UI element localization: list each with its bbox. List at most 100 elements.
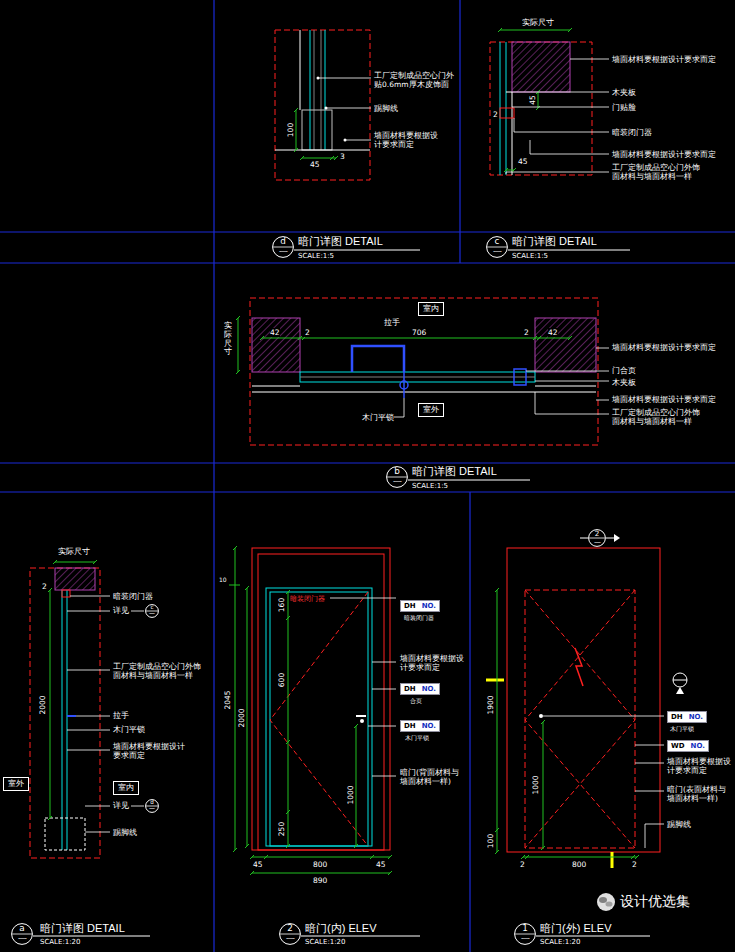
bubble-letter: a — [11, 923, 33, 934]
annotation-text: 踢脚线 — [113, 828, 137, 837]
annotation-text: 墙面材料要根据设计要求而定 — [667, 757, 731, 775]
dimension-text: 1900 — [486, 695, 495, 714]
watermark-icon — [606, 901, 613, 906]
door-outside-elevation — [495, 588, 639, 859]
door-inside-elevation — [229, 546, 396, 875]
grid-line — [213, 0, 214, 952]
bubble-letter: d — [272, 236, 294, 247]
door-plan-section — [403, 372, 405, 398]
door-inside-elevation — [330, 598, 396, 776]
door-plan-section — [236, 298, 609, 445]
scale-text: SCALE:1:20 — [540, 938, 581, 946]
door-outside-elevation — [486, 679, 504, 682]
bubble-outline — [273, 237, 294, 258]
room-tag: 室内 — [113, 781, 139, 795]
room-tag: 室外 — [3, 777, 29, 791]
door-bottom-section — [314, 30, 315, 150]
annotation-text: 木门平锁 — [670, 725, 694, 732]
annotation-text: 实际尺寸 — [224, 322, 232, 357]
detail-bubble: a一 — [11, 923, 33, 945]
annotation-text: 墙面材料要根据设计要求而定 — [612, 395, 716, 404]
tag-code: NO. — [422, 721, 436, 731]
door-plan-section — [514, 369, 526, 385]
door-bottom-section — [325, 30, 326, 150]
door-inside-elevation — [252, 548, 390, 850]
door-top-section — [506, 59, 609, 174]
door-top-section — [498, 28, 572, 172]
room-name: 室外 — [8, 779, 24, 789]
dimension-text: 45 — [310, 160, 320, 169]
annotation-text: 工厂定制成品空心门外贴0.6mm厚木皮饰面 — [374, 71, 454, 89]
door-bottom-section — [275, 30, 371, 180]
annotation-text: 暗装闭门器 — [404, 614, 434, 621]
title-underline — [33, 250, 650, 936]
dimension-text: 2 — [520, 860, 525, 869]
door-outside-elevation — [611, 852, 614, 868]
annotation-text: 踢脚线 — [374, 104, 398, 113]
door-vertical-section — [67, 596, 144, 832]
annotation-text: 墙面材料要根据设计要求而定 — [612, 150, 716, 159]
annotation-text: 暗装闭门器 — [290, 595, 325, 603]
tag-code: NO. — [422, 684, 436, 694]
dimension-text: 100 — [486, 834, 495, 848]
scale-text: SCALE:1:5 — [512, 252, 548, 260]
hardware-tag: DHNO. — [400, 720, 440, 732]
annotation-text: 踢脚线 — [667, 820, 691, 829]
tag-code: DH — [671, 712, 683, 722]
door-plan-section — [250, 298, 598, 445]
bubble-letter: d — [145, 799, 159, 806]
dimension-text: 42 — [270, 328, 280, 337]
door-plan-section — [535, 318, 596, 372]
dimension-text: 45 — [376, 860, 386, 869]
door-plan-section — [252, 386, 596, 387]
annotation-text: 工厂定制成品空心门外饰面材料与墙面材料一样 — [612, 163, 704, 181]
bubble-letter: c — [486, 236, 508, 247]
door-bottom-section — [302, 110, 332, 150]
bubble-letter: 一 — [272, 247, 294, 258]
dimension-text: 42 — [548, 328, 558, 337]
bubble-letter: 2 — [588, 529, 606, 538]
watermark-icon — [597, 893, 615, 911]
annotation-text: 墙面材料要根据设计要求而定 — [612, 55, 716, 64]
door-bottom-section — [275, 150, 370, 151]
dimension-text: 800 — [313, 860, 327, 869]
dimension-text: 2045 — [223, 690, 232, 709]
annotation-text: 木夹板 — [612, 378, 636, 387]
door-bottom-section — [325, 107, 328, 110]
detail-bubble: d一 — [272, 236, 294, 258]
drawing-title: 暗门详图 DETAIL — [412, 465, 497, 478]
annotation-text: 门合页 — [612, 366, 636, 375]
dimension-text: 45 — [253, 860, 263, 869]
dimension-text: 890 — [313, 876, 327, 885]
door-outside-elevation — [486, 534, 687, 868]
detail-bubble: d一 — [145, 799, 159, 813]
annotation-text: 暗门(背面材料与墙面材料一样) — [400, 768, 466, 786]
door-vertical-section — [55, 568, 95, 590]
door-plan-section — [252, 318, 300, 372]
hardware-tag: DH NO. — [667, 711, 707, 723]
bubble-letter: 2 — [279, 923, 301, 934]
grid-line — [469, 492, 470, 952]
door-plan-section — [236, 316, 572, 374]
dimension-text: 45 — [518, 157, 528, 166]
tag-code: NO. — [691, 741, 705, 751]
room-name: 室内 — [118, 783, 134, 793]
dimension-text: 2 — [632, 860, 637, 869]
annotation-text: 暗装闭门器 — [612, 128, 652, 137]
door-outside-elevation — [673, 680, 687, 681]
dimension-text: 600 — [277, 673, 286, 687]
door-bottom-section — [318, 78, 371, 140]
dimension-text: 2 — [524, 328, 529, 337]
door-outside-elevation — [614, 534, 620, 542]
door-vertical-section — [67, 590, 68, 850]
dimension-text: 3 — [340, 152, 345, 161]
tag-code: NO. — [689, 712, 703, 722]
bubble-outline — [146, 800, 159, 813]
bubble-outline — [280, 924, 301, 945]
detail-bubble: c一 — [486, 236, 508, 258]
dimension-text: 706 — [412, 328, 426, 337]
hardware-tag: DHNO. — [400, 600, 440, 612]
annotation-text: 暗装闭门器 — [113, 592, 153, 601]
